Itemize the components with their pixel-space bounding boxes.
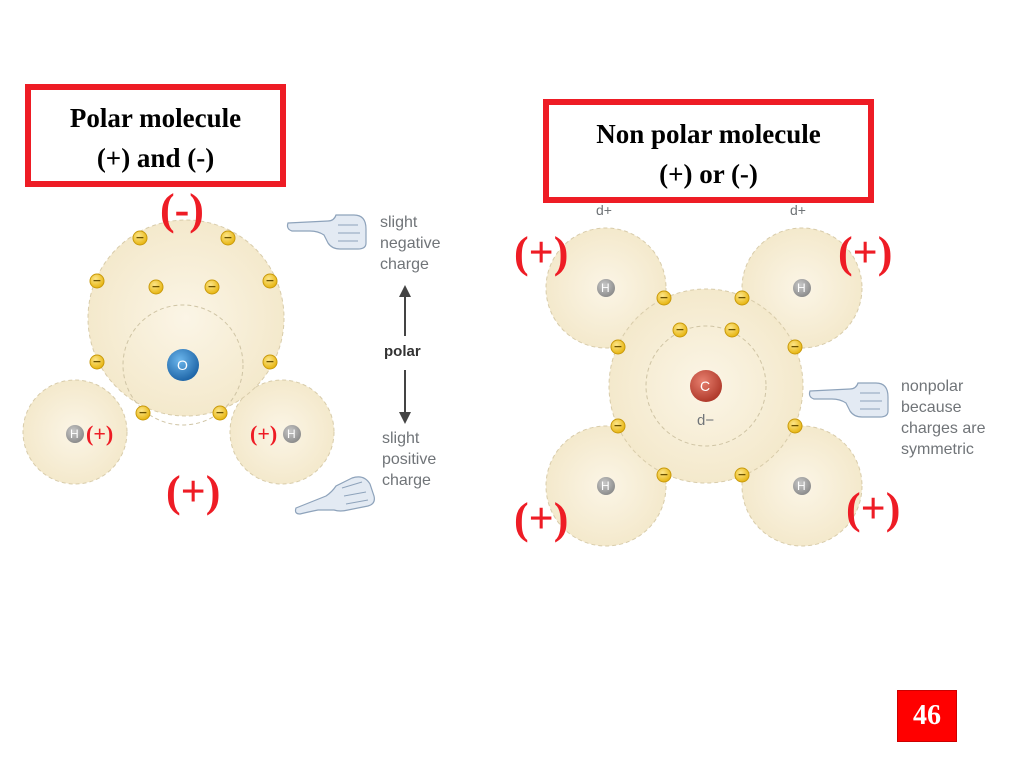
hydrogen-symbol: H: [797, 281, 806, 295]
pointing-hand-icon: [286, 214, 367, 250]
electron-minus-sign: −: [727, 323, 737, 336]
hydrogen-atom-right: [283, 425, 301, 443]
polar-arrow: [399, 285, 411, 424]
hydrogen-symbol: H: [601, 479, 610, 493]
hydrogen-atom: [793, 279, 811, 297]
methane-molecule: [545, 227, 863, 547]
electron: [656, 467, 672, 483]
hydrogen-symbol: H: [287, 427, 296, 441]
hydrogen-left-charge: (+): [86, 421, 114, 446]
electron-minus-sign: −: [135, 231, 145, 244]
electron: [89, 273, 105, 289]
hydrogen-atom-left: [66, 425, 84, 443]
oxygen-symbol: O: [177, 357, 188, 373]
positive-charge-note: slight positive charge: [382, 430, 437, 489]
electron-minus-sign: −: [790, 419, 800, 432]
methane-electrons: [610, 290, 803, 483]
page-number: 46: [897, 690, 957, 742]
electron: [262, 354, 278, 370]
electron-minus-sign: −: [151, 280, 161, 293]
carbon-inner-shell: [645, 325, 767, 447]
nonpolar-subtitle: (+) or (-): [659, 159, 758, 189]
negative-charge-note: slight negative charge: [380, 214, 441, 273]
electron-minus-sign: −: [207, 280, 217, 293]
electron: [734, 467, 750, 483]
electron: [610, 418, 626, 434]
delta-plus-label: d+: [596, 202, 612, 218]
positive-charge-sign: (+): [838, 228, 893, 277]
polar-subtitle: (+) and (-): [96, 143, 215, 173]
negative-charge-sign: (-): [160, 185, 204, 234]
electron-minus-sign: −: [613, 419, 623, 432]
electron: [672, 322, 688, 338]
electron: [212, 405, 228, 421]
positive-charge-sign: (+): [166, 467, 221, 516]
electron: [724, 322, 740, 338]
electron: [262, 273, 278, 289]
delta-plus-label: d+: [790, 202, 806, 218]
polar-axis-label: polar: [384, 343, 421, 360]
electron-minus-sign: −: [737, 291, 747, 304]
hydrogen-atom: [793, 477, 811, 495]
positive-charge-sign: (+): [514, 228, 569, 277]
polar-title: Polar molecule: [69, 103, 242, 133]
electron-minus-sign: −: [92, 274, 102, 287]
electron-minus-sign: −: [659, 291, 669, 304]
electron-minus-sign: −: [92, 355, 102, 368]
electron: [610, 339, 626, 355]
electron: [148, 279, 164, 295]
electron: [787, 418, 803, 434]
electron-minus-sign: −: [265, 274, 275, 287]
nonpolar-note: nonpolar because charges are symmetric: [901, 378, 986, 458]
electron-minus-sign: −: [659, 468, 669, 481]
hydrogen-symbol: H: [797, 479, 806, 493]
carbon-symbol: C: [700, 378, 711, 394]
electron: [204, 279, 220, 295]
electron-minus-sign: −: [613, 340, 623, 353]
electron-minus-sign: −: [215, 406, 225, 419]
nonpolar-title: Non polar molecule: [596, 119, 821, 149]
electron-minus-sign: −: [138, 406, 148, 419]
polar-title-box: Polar molecule (+) and (-): [25, 84, 286, 187]
electron-minus-sign: −: [737, 468, 747, 481]
nonpolar-title-box: Non polar molecule (+) or (-): [543, 99, 874, 203]
pointing-hand-icon: [808, 382, 889, 418]
electron: [734, 290, 750, 306]
hydrogen-atom: [597, 477, 615, 495]
delta-minus-label: d−: [697, 412, 715, 429]
water-electrons: [89, 230, 278, 421]
electron-minus-sign: −: [790, 340, 800, 353]
hydrogen-atom: [597, 279, 615, 297]
oxygen-inner-shell: [122, 304, 244, 426]
electron: [132, 230, 148, 246]
electron-minus-sign: −: [675, 323, 685, 336]
electron: [656, 290, 672, 306]
electron: [89, 354, 105, 370]
pointing-hand-icon: [294, 476, 375, 515]
hydrogen-symbol: H: [601, 281, 610, 295]
hydrogen-symbol: H: [70, 427, 79, 441]
electron-minus-sign: −: [223, 231, 233, 244]
hydrogen-right-charge: (+): [250, 421, 278, 446]
water-molecule: [22, 219, 335, 485]
electron: [220, 230, 236, 246]
electron: [787, 339, 803, 355]
positive-charge-sign: (+): [514, 494, 569, 543]
oxygen-outer-shell: [87, 219, 285, 417]
hydrogen-shell-right: [229, 379, 335, 485]
positive-charge-sign: (+): [846, 484, 901, 533]
electron-minus-sign: −: [265, 355, 275, 368]
electron: [135, 405, 151, 421]
oxygen-atom: [167, 349, 199, 381]
carbon-atom: [690, 370, 722, 402]
